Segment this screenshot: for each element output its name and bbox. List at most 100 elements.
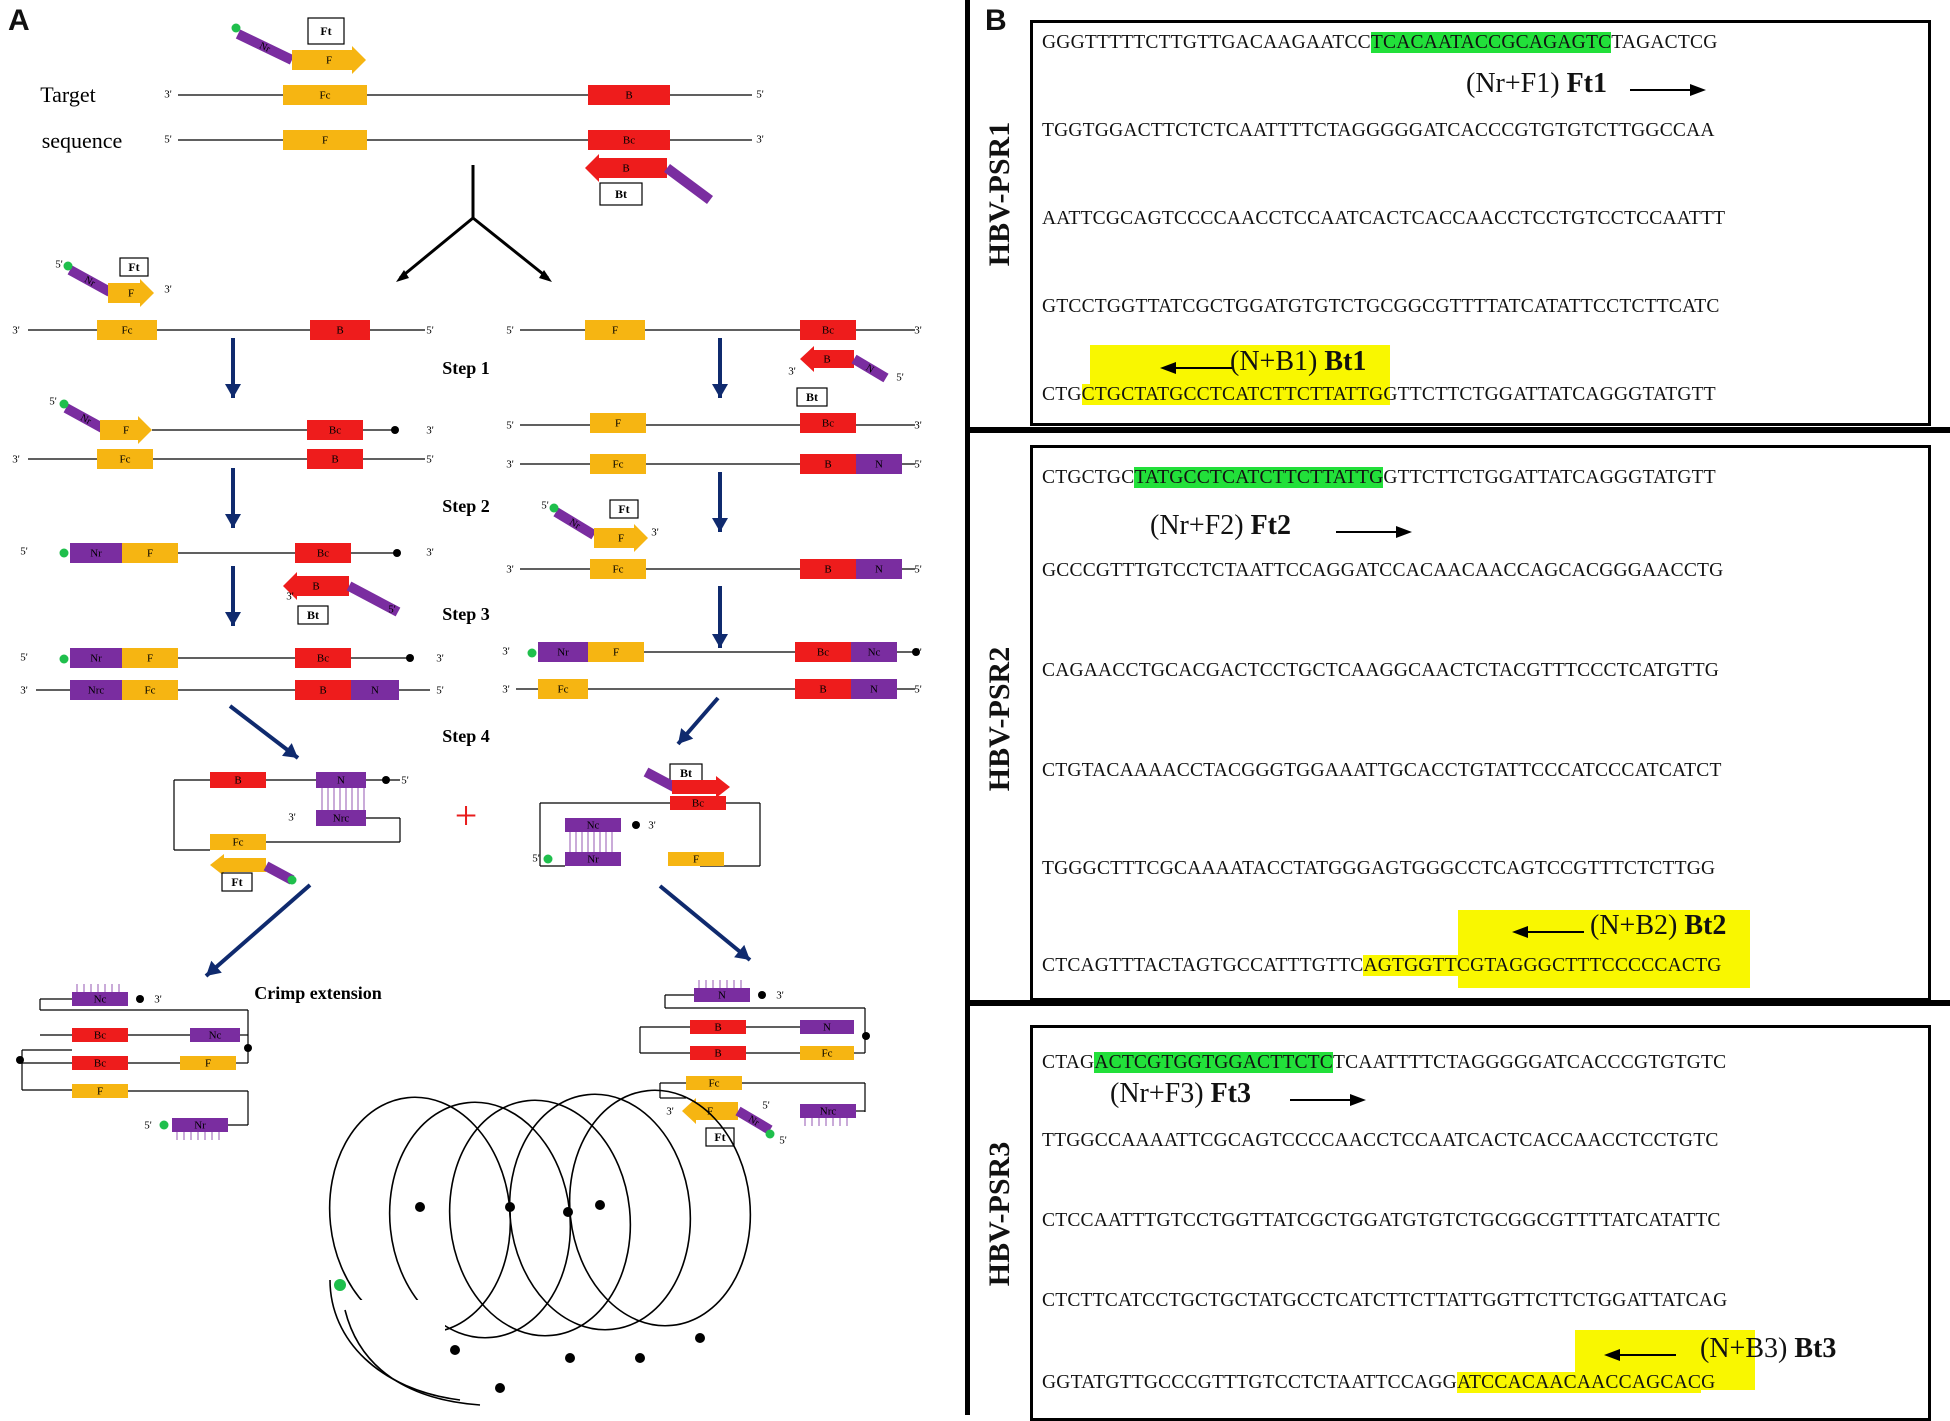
region-label: N bbox=[337, 775, 345, 787]
forward-arrow bbox=[1630, 89, 1692, 91]
region-label: Bc bbox=[317, 653, 329, 665]
end-dot bbox=[63, 261, 73, 271]
prime-label: 3' bbox=[666, 1106, 674, 1118]
region-label: F bbox=[147, 653, 153, 665]
tail-segment bbox=[235, 29, 295, 65]
forward-arrow bbox=[1290, 1099, 1352, 1101]
end-dot bbox=[549, 503, 559, 513]
region-label: Nr bbox=[194, 1120, 206, 1132]
region-label: B bbox=[234, 775, 241, 787]
prime-label: 3' bbox=[914, 420, 922, 432]
sequence-text: GCCCGTTTGTCCTCTAATTCCAGGATCCACAACAACCAGC… bbox=[1042, 560, 1724, 581]
loop-dot bbox=[565, 1353, 575, 1363]
sequence-text: GGTATGTTGCCCGTTTGTCCTCTAATTCCAGG bbox=[1042, 1372, 1457, 1393]
region-block bbox=[690, 1046, 746, 1060]
primer-tag-label: Bt bbox=[806, 390, 818, 404]
region-block bbox=[295, 543, 351, 563]
primer-tag-box bbox=[119, 257, 149, 277]
primer-arrow-label: B bbox=[622, 163, 629, 175]
end-dot bbox=[159, 1120, 169, 1130]
region-block bbox=[588, 130, 670, 150]
region-label: Fc bbox=[613, 459, 624, 471]
region-block bbox=[316, 772, 366, 788]
region-label: Fc bbox=[233, 837, 244, 849]
end-dot bbox=[765, 1129, 775, 1139]
region-block bbox=[800, 320, 856, 340]
primer-tag-label: Ft bbox=[618, 502, 629, 516]
primer-arrow bbox=[800, 346, 854, 372]
step-2-label: Step 2 bbox=[442, 496, 490, 516]
target-label: Target bbox=[40, 82, 95, 107]
sequence-text: GTTCTTCTGGATTATCAGGGTATGTT bbox=[1383, 467, 1716, 488]
prime-label: 5' bbox=[20, 652, 28, 664]
region-label: N bbox=[371, 685, 379, 697]
prime-label: 5' bbox=[49, 396, 57, 408]
split-arrow-head bbox=[539, 270, 552, 282]
flow-arrow-head bbox=[225, 384, 241, 398]
prime-label: 5' bbox=[426, 454, 434, 466]
region-label: F bbox=[615, 418, 621, 430]
sequence-line: CTCCAATTTGTCCTGGTTATCGCTGGATGTGTCTGCGGCG… bbox=[1042, 1210, 1721, 1232]
forward-primer-name: Ft3 bbox=[1210, 1078, 1251, 1109]
sequence-box bbox=[1030, 445, 1931, 1001]
region-label: F bbox=[613, 647, 619, 659]
region-block bbox=[565, 818, 621, 832]
sequence-line: CTCAGTTTACTAGTGCCATTTGTTCAGTGGTTCGTAGGGC… bbox=[1042, 955, 1722, 977]
strand-line bbox=[472, 216, 549, 280]
region-label: Fc bbox=[320, 90, 331, 102]
forward-primer-note: (Nr+F3) Ft3 bbox=[1110, 1078, 1251, 1110]
backward-primer-composition: (N+B2) bbox=[1590, 910, 1678, 941]
sequence-line: TGGTGGACTTCTCTCAATTTTCTAGGGGGATCACCCGTGT… bbox=[1042, 120, 1715, 142]
backward-arrow-head bbox=[1604, 1349, 1620, 1361]
region-block bbox=[72, 992, 128, 1006]
region-block bbox=[538, 679, 588, 699]
loop-dot bbox=[595, 1200, 605, 1210]
sequence-text: TGGTGGACTTCTCTCAATTTTCTAGGGGGATCACCCGTGT… bbox=[1042, 120, 1715, 141]
region-block bbox=[690, 1020, 746, 1034]
sequence-line: TTGGCCAAAATTCGCAGTCCCCAACCTCCAATCACTCACC… bbox=[1042, 1130, 1719, 1152]
end-dot bbox=[862, 1032, 870, 1040]
prime-label: 5' bbox=[506, 325, 514, 337]
panel-separator bbox=[968, 1000, 1950, 1006]
sequence-box bbox=[1030, 1025, 1931, 1421]
region-label: Bc bbox=[317, 548, 329, 560]
region-block bbox=[800, 454, 856, 474]
region-block bbox=[851, 642, 897, 662]
region-label: Bc bbox=[822, 418, 834, 430]
primer-arrow bbox=[682, 1098, 738, 1124]
region-label: B bbox=[714, 1048, 721, 1060]
prime-label: 5' bbox=[896, 372, 904, 384]
region-block bbox=[72, 1028, 128, 1042]
prime-label: 5' bbox=[532, 853, 540, 865]
region-block bbox=[307, 420, 363, 440]
region-label: F bbox=[322, 135, 328, 147]
forward-primer-name: Ft1 bbox=[1566, 68, 1607, 99]
region-block bbox=[72, 1084, 128, 1098]
backward-primer-site: AGTGGTTCGTAGGGCTT bbox=[1363, 955, 1590, 976]
region-label: Bc bbox=[94, 1058, 106, 1070]
region-label: N bbox=[875, 564, 883, 576]
tail-segment bbox=[851, 354, 889, 383]
region-label: Fc bbox=[120, 454, 131, 466]
forward-primer-site: ACTCGTGGTGGACTTCTC bbox=[1094, 1052, 1334, 1073]
sequence-line: CTGCTGCTATGCCTCATCTTCTTATTGGTTCTTCTGGATT… bbox=[1042, 467, 1716, 489]
primer-tag-box bbox=[307, 17, 345, 45]
primer-tag-label: Ft bbox=[231, 875, 242, 889]
tail-label: N bbox=[864, 363, 876, 376]
primer-arrow bbox=[210, 854, 266, 876]
region-block bbox=[122, 680, 178, 700]
region-label: Bc bbox=[329, 425, 341, 437]
region-block bbox=[97, 449, 153, 469]
primer-tag-box bbox=[705, 1127, 735, 1147]
primer-arrow-label: F bbox=[128, 288, 134, 300]
backward-primer-composition: (N+B1) bbox=[1230, 346, 1318, 377]
prime-label: 5' bbox=[756, 89, 764, 101]
primer-arrow-label: F bbox=[707, 1106, 713, 1118]
region-block bbox=[70, 543, 122, 563]
prime-label: 5' bbox=[388, 604, 396, 616]
end-dot bbox=[382, 776, 390, 784]
concatemer-loop bbox=[448, 1099, 632, 1337]
primer-tag-box bbox=[609, 499, 639, 519]
region-label: Fc bbox=[613, 564, 624, 576]
